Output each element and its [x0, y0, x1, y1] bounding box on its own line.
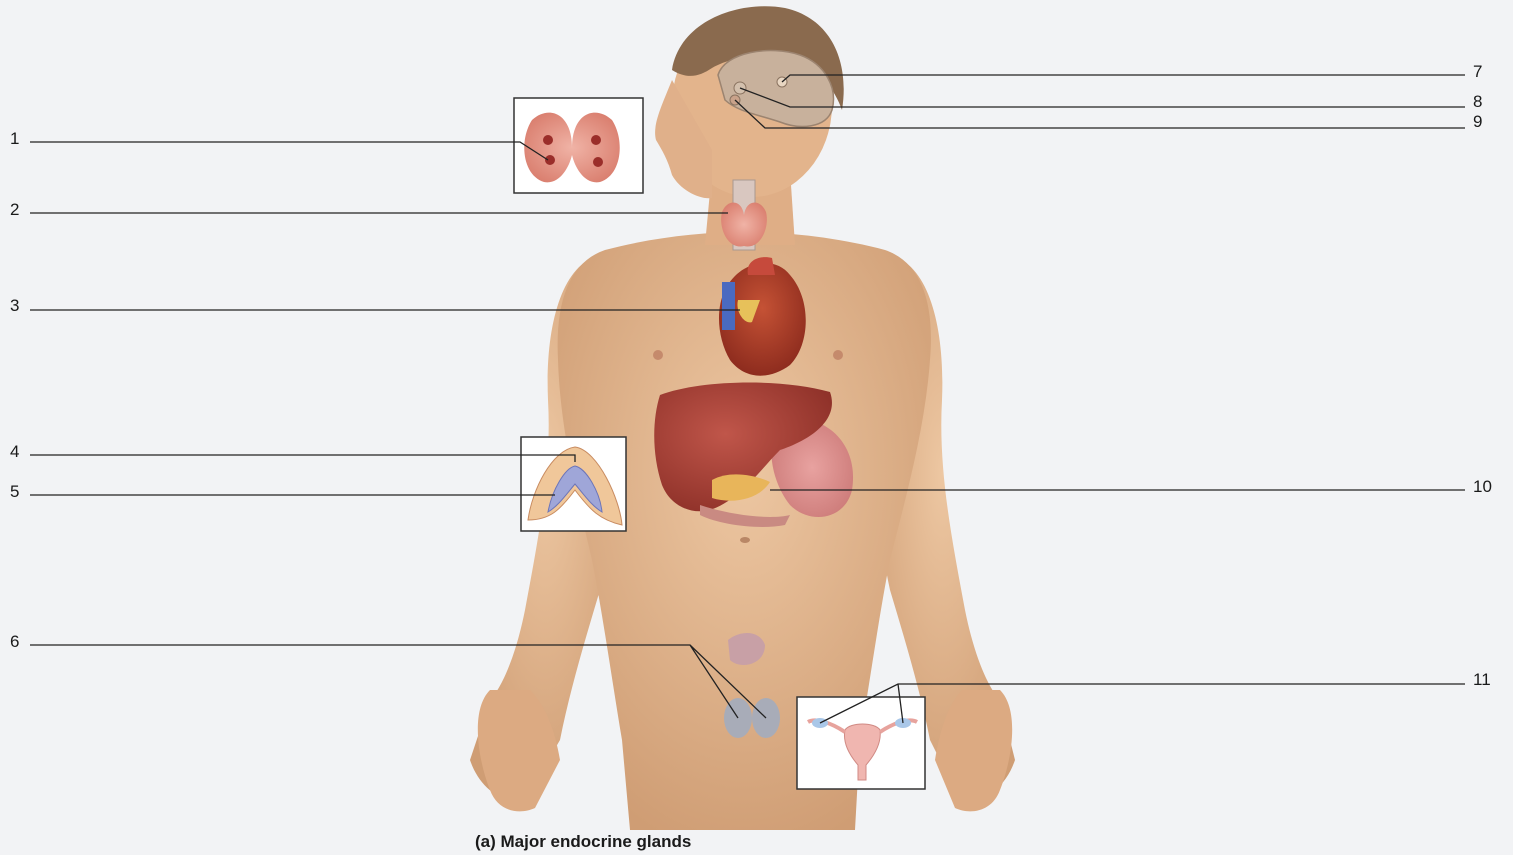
label-10: 10 [1473, 478, 1492, 495]
label-7: 7 [1473, 63, 1482, 80]
leader-line-9 [735, 100, 1465, 128]
leader-line-7 [782, 75, 1465, 82]
nipple-left [653, 350, 663, 360]
navel [740, 537, 750, 543]
leader-line-1 [30, 142, 548, 160]
label-2: 2 [10, 201, 19, 218]
nipple-right [833, 350, 843, 360]
vena-cava [722, 282, 735, 330]
label-8: 8 [1473, 93, 1482, 110]
label-4: 4 [10, 443, 19, 460]
label-5: 5 [10, 483, 19, 500]
leader-line-4 [30, 455, 575, 462]
label-3: 3 [10, 297, 19, 314]
leader-line-8 [740, 88, 1465, 107]
label-1: 1 [10, 130, 19, 147]
adrenal-inset [521, 437, 626, 531]
label-9: 9 [1473, 113, 1482, 130]
thyroid-inset [514, 98, 643, 193]
ovary-inset [797, 697, 925, 789]
label-6: 6 [10, 633, 19, 650]
label-11: 11 [1473, 671, 1491, 688]
figure-caption: (a) Major endocrine glands [475, 832, 691, 852]
